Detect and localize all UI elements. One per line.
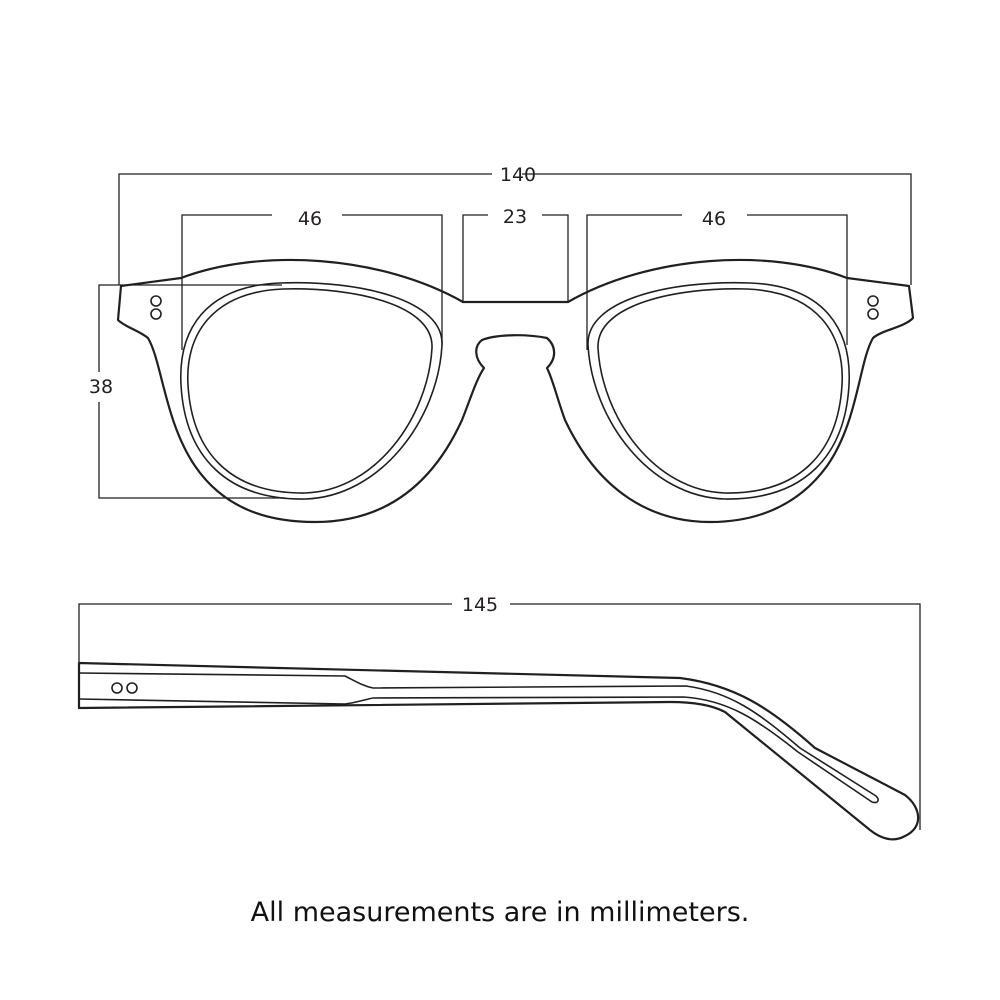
- right-lens-outer: [587, 281, 850, 500]
- right-lens-inner: [597, 288, 843, 494]
- frame-width-label: 140: [500, 164, 536, 186]
- frame-outline: [116, 258, 915, 524]
- dimension-temple-length: 145: [78, 594, 921, 830]
- temple-outline: [77, 661, 920, 841]
- left-lens-outer: [180, 281, 443, 500]
- temple-side-view: [77, 661, 920, 841]
- dimension-frame-width: 140: [118, 164, 912, 285]
- frame-front-view: [116, 258, 915, 524]
- dimension-lens-width-left: 46: [181, 208, 443, 350]
- left-rivet-icon: [150, 295, 162, 320]
- measurement-unit-note: All measurements are in millimeters.: [250, 897, 750, 928]
- temple-length-label: 145: [462, 594, 498, 616]
- dimension-lens-width-right: 46: [586, 208, 848, 350]
- temple-core-wire: [78, 672, 879, 804]
- left-lens-inner: [187, 288, 433, 494]
- right-rivet-icon: [867, 295, 879, 320]
- lens-width-right-label: 46: [702, 208, 726, 230]
- temple-rivet-icon: [111, 682, 138, 694]
- dimension-bridge-width: 23: [462, 206, 569, 302]
- lens-height-label: 38: [89, 376, 113, 398]
- lens-width-left-label: 46: [298, 208, 322, 230]
- dimension-lens-height: 38: [89, 284, 285, 499]
- bridge-width-label: 23: [503, 206, 527, 228]
